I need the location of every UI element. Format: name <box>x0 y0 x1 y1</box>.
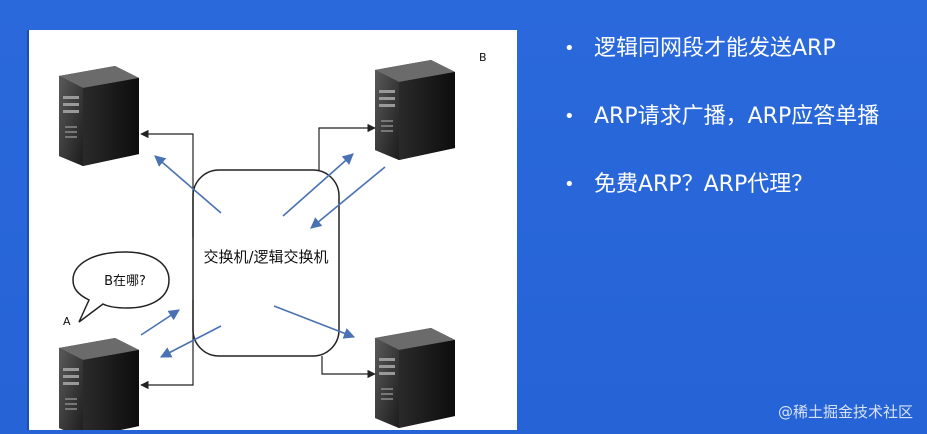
network-diagram <box>59 60 455 430</box>
bullet-list: • 逻辑同网段才能发送ARP • ARP请求广播，ARP应答单播 • 免费ARP… <box>560 30 879 234</box>
broadcast-arrow <box>273 305 356 339</box>
node-label-a: A <box>63 315 71 328</box>
connector-arrow <box>140 300 194 390</box>
server-icon <box>375 60 455 160</box>
bullet-dot-icon: • <box>564 38 575 59</box>
bullet-dot-icon: • <box>564 106 575 127</box>
reply-arrow <box>310 166 386 229</box>
request-arrow <box>140 309 180 336</box>
broadcast-arrow <box>282 153 354 217</box>
broadcast-arrow <box>154 155 222 214</box>
connector-arrow <box>140 129 194 237</box>
speech-bubble-icon <box>72 251 170 323</box>
bullet-item: • 逻辑同网段才能发送ARP <box>560 30 879 98</box>
switch-label: 交换机/逻辑交换机 <box>203 248 329 266</box>
bullet-text: 免费ARP？ARP代理？ <box>594 172 814 197</box>
connector-arrow <box>321 356 376 379</box>
server-icon <box>59 66 139 166</box>
diagram-panel: 交换机/逻辑交换机 B在哪? A B <box>27 30 517 430</box>
server-icon <box>375 328 455 428</box>
bullet-dot-icon: • <box>564 174 575 195</box>
bullet-text: ARP请求广播，ARP应答单播 <box>594 104 880 129</box>
bullet-item: • ARP请求广播，ARP应答单播 <box>560 98 879 166</box>
reply-arrow <box>160 325 222 358</box>
server-icon <box>59 338 139 430</box>
bullet-text: 逻辑同网段才能发送ARP <box>594 36 836 61</box>
switch-box <box>192 169 340 357</box>
node-label-b: B <box>479 51 487 64</box>
connector-arrow <box>318 123 376 170</box>
bullet-item: • 免费ARP？ARP代理？ <box>560 166 879 234</box>
watermark: @稀土掘金技术社区 <box>777 403 913 421</box>
speech-bubble-text: B在哪? <box>104 274 146 289</box>
